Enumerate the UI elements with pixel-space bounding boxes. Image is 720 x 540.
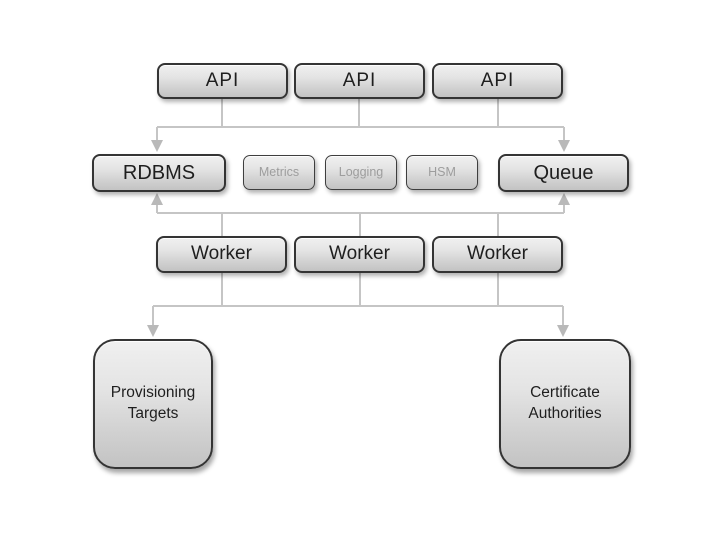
node-certificate-authorities-label: Certificate Authorities xyxy=(528,384,602,422)
node-queue: Queue xyxy=(498,154,629,192)
node-worker-2: Worker xyxy=(294,236,425,273)
node-certificate-authorities: Certificate Authorities xyxy=(499,339,631,469)
node-metrics: Metrics xyxy=(243,155,315,190)
node-api-3-label: API xyxy=(480,69,515,91)
node-api-1: API xyxy=(157,63,288,99)
node-queue-label: Queue xyxy=(533,162,594,184)
node-api-2-label: API xyxy=(342,69,377,91)
node-worker-1: Worker xyxy=(156,236,287,273)
node-rdbms: RDBMS xyxy=(92,154,226,192)
node-api-2: API xyxy=(294,63,425,99)
node-worker-3: Worker xyxy=(432,236,563,273)
node-worker-2-label: Worker xyxy=(329,243,390,265)
node-metrics-label: Metrics xyxy=(258,165,300,179)
node-hsm-label: HSM xyxy=(428,165,456,179)
node-worker-1-label: Worker xyxy=(191,243,252,265)
node-logging: Logging xyxy=(325,155,397,190)
node-provisioning-targets-label: Provisioning Targets xyxy=(110,384,196,422)
node-api-1-label: API xyxy=(205,69,240,91)
node-provisioning-targets: Provisioning Targets xyxy=(93,339,213,469)
node-api-3: API xyxy=(432,63,563,99)
node-rdbms-label: RDBMS xyxy=(122,162,196,184)
node-hsm: HSM xyxy=(406,155,478,190)
node-worker-3-label: Worker xyxy=(467,243,528,265)
node-logging-label: Logging xyxy=(338,165,384,179)
